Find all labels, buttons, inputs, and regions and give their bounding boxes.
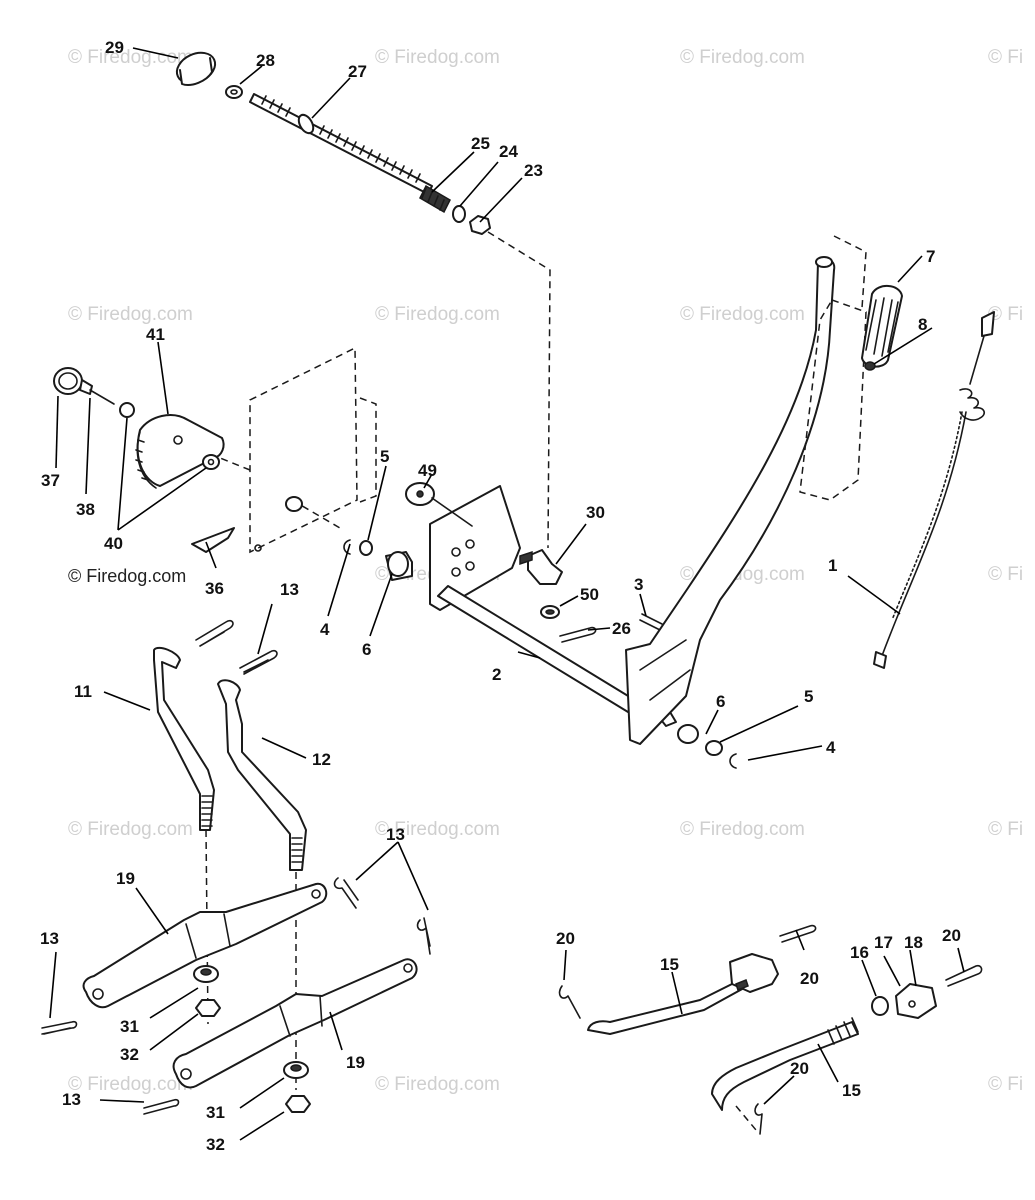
watermark: © Firedog.com: [680, 304, 805, 325]
callout-12: 12: [312, 750, 331, 769]
callout-29: 29: [105, 38, 124, 57]
callout-13: 13: [40, 929, 59, 948]
watermark: © Firedog.com: [68, 47, 193, 68]
lift-links: [153, 619, 307, 1090]
deflector-linkage: [558, 924, 983, 1135]
callout-6: 6: [716, 692, 725, 711]
callout-7: 7: [926, 247, 935, 266]
callout-32: 32: [120, 1045, 139, 1064]
leader-lines: [49, 47, 965, 1141]
callout-41: 41: [146, 325, 165, 344]
callout-20: 20: [556, 929, 575, 948]
watermark: © Firedog.com: [375, 47, 500, 68]
watermark: © Fi: [988, 819, 1023, 840]
callout-2: 2: [492, 665, 501, 684]
callout-15: 15: [660, 955, 679, 974]
callout-19: 19: [346, 1053, 365, 1072]
callout-20: 20: [942, 926, 961, 945]
callout-3: 3: [634, 575, 643, 594]
watermark: © Firedog.com: [375, 819, 500, 840]
callout-40: 40: [104, 534, 123, 553]
callout-50: 50: [580, 585, 599, 604]
copyright: © Firedog.com: [68, 566, 186, 586]
callout-20: 20: [800, 969, 819, 988]
callout-49: 49: [418, 461, 437, 480]
watermark: © Firedog.com: [68, 819, 193, 840]
callout-5: 5: [380, 447, 389, 466]
callout-18: 18: [904, 933, 923, 952]
lift-shaft-assembly: [343, 235, 995, 769]
callout-13: 13: [280, 580, 299, 599]
callout-5: 5: [804, 687, 813, 706]
callout-36: 36: [205, 579, 224, 598]
watermark: © Firedog.com: [680, 819, 805, 840]
callout-6: 6: [362, 640, 371, 659]
watermark: © Firedog.com: [680, 47, 805, 68]
watermark: © Fi: [988, 564, 1023, 585]
callout-27: 27: [348, 62, 367, 81]
adjustment-rod-assembly: [175, 51, 551, 549]
callout-13: 13: [386, 825, 405, 844]
callout-17: 17: [874, 933, 893, 952]
watermark: © Fi: [988, 47, 1023, 68]
watermark: © Fi: [988, 304, 1023, 325]
watermark: © Firedog.com: [68, 304, 193, 325]
callout-4: 4: [826, 738, 836, 757]
callout-30: 30: [586, 503, 605, 522]
callout-20: 20: [790, 1059, 809, 1078]
frame-plate: [199, 346, 377, 554]
callout-15: 15: [842, 1081, 861, 1100]
callout-32: 32: [206, 1135, 225, 1154]
callout-31: 31: [120, 1017, 139, 1036]
watermark: © Firedog.com: [375, 1074, 500, 1095]
callout-19: 19: [116, 869, 135, 888]
callout-37: 37: [41, 471, 60, 490]
callout-23: 23: [524, 161, 543, 180]
watermark: © Firedog.com: [375, 304, 500, 325]
callout-16: 16: [850, 943, 869, 962]
lift-arms: [41, 877, 431, 1115]
callout-1: 1: [828, 556, 837, 575]
callout-4: 4: [320, 620, 330, 639]
callouts: 29 28 27 25 24 23 41 37 38 40 © Firedog.…: [40, 38, 961, 1154]
callout-25: 25: [471, 134, 490, 153]
watermark: © Fi: [988, 1074, 1023, 1095]
watermark: © Firedog.com: [68, 1074, 193, 1095]
callout-28: 28: [256, 51, 275, 70]
callout-26: 26: [612, 619, 631, 638]
callout-24: 24: [499, 142, 518, 161]
height-knob-assembly: [53, 367, 235, 553]
callout-8: 8: [918, 315, 927, 334]
callout-38: 38: [76, 500, 95, 519]
callout-31: 31: [206, 1103, 225, 1122]
callout-11: 11: [74, 682, 92, 701]
callout-13: 13: [62, 1090, 81, 1109]
